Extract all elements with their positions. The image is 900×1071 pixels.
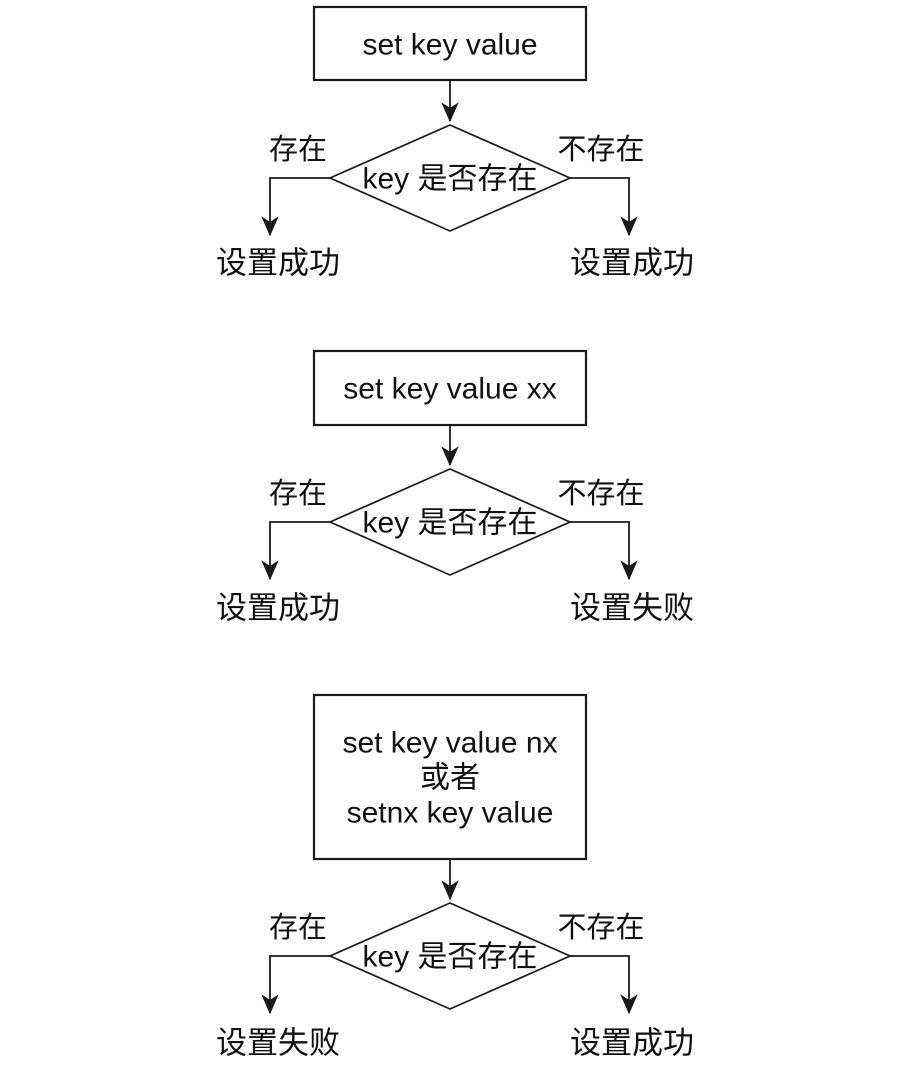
decision-label: key 是否存在 <box>362 507 537 540</box>
command-box-label: set key value <box>362 29 537 62</box>
decision-diamond <box>327 124 573 232</box>
flowchart-set-plain: set key value key 是否存在 存在 不存在 设置成功 设置成功 <box>216 5 694 281</box>
flowchart-set-xx: set key value xx key 是否存在 存在 不存在 设置成功 设置… <box>216 349 694 626</box>
branch-left-label: 存在 <box>269 133 327 166</box>
decision-label: key 是否存在 <box>362 163 537 196</box>
command-box-label-line1: set key value nx <box>342 727 557 760</box>
branch-right-label: 不存在 <box>557 477 644 510</box>
decision-label: key 是否存在 <box>362 941 537 974</box>
branch-right-arrow <box>570 177 638 237</box>
branch-right-label: 不存在 <box>557 911 644 944</box>
branch-left-arrow <box>261 177 330 237</box>
command-box-label-line2: 或者 <box>420 762 480 795</box>
command-box-label-line3: setnx key value <box>347 797 554 830</box>
result-left-label: 设置成功 <box>216 246 340 281</box>
command-box <box>312 693 588 861</box>
command-box-label: set key value xx <box>343 373 556 406</box>
branch-right-arrow <box>570 955 638 1015</box>
branch-right-arrow <box>570 521 638 581</box>
branch-right-label: 不存在 <box>557 133 644 166</box>
branch-left-arrow <box>261 521 330 581</box>
decision-diamond <box>327 902 573 1010</box>
branch-left-label: 存在 <box>269 477 327 510</box>
result-right-label: 设置成功 <box>570 1026 694 1061</box>
flowchart-set-nx: set key value nx 或者 setnx key value key … <box>216 693 694 1061</box>
command-box <box>312 5 588 82</box>
branch-left-arrow <box>261 955 330 1015</box>
command-box <box>312 349 588 427</box>
result-right-label: 设置失败 <box>570 591 694 626</box>
result-left-label: 设置成功 <box>216 591 340 626</box>
decision-diamond <box>327 468 573 576</box>
result-left-label: 设置失败 <box>216 1026 340 1061</box>
result-right-label: 设置成功 <box>570 246 694 281</box>
branch-left-label: 存在 <box>269 911 327 944</box>
